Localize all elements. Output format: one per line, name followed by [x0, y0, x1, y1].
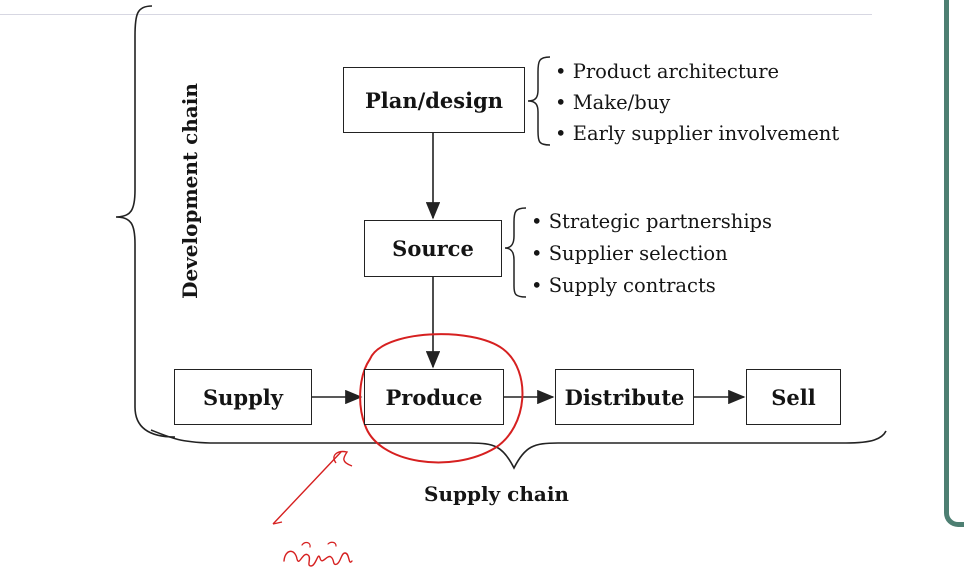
source-notes-list: Strategic partnerships Supplier selectio… [531, 206, 772, 302]
source-note-item: Strategic partnerships [531, 206, 772, 238]
distribute-label: Distribute [564, 384, 685, 410]
red-annotation-circle [359, 333, 524, 464]
source-note-item: Supply contracts [531, 270, 772, 302]
red-annotation-pointer [272, 451, 342, 525]
supply-box: Supply [174, 369, 312, 425]
top-rule [0, 0, 872, 15]
source-box: Source [364, 220, 502, 277]
plan-note-item: Early supplier involvement [555, 118, 839, 149]
supply-label: Supply [203, 384, 283, 410]
produce-label: Produce [385, 384, 483, 410]
sell-box: Sell [746, 369, 841, 425]
plan-notes-brace [527, 56, 551, 146]
plan-note-item: Product architecture [555, 56, 839, 87]
source-note-item: Supplier selection [531, 238, 772, 270]
development-chain-brace [115, 5, 176, 438]
plan-design-box: Plan/design [343, 67, 525, 133]
source-notes-brace [504, 207, 527, 298]
source-label: Source [392, 236, 474, 261]
supply-chain-label: Supply chain [424, 482, 569, 506]
slide-frame-border [944, 0, 964, 527]
plan-note-item: Make/buy [555, 87, 839, 118]
distribute-box: Distribute [555, 369, 694, 425]
supply-chain-brace [150, 429, 887, 470]
handwritten-annotation-mark [283, 541, 353, 567]
plan-design-label: Plan/design [364, 87, 504, 113]
development-chain-label: Development chain [178, 83, 202, 299]
plan-notes-list: Product architecture Make/buy Early supp… [555, 56, 839, 149]
produce-box: Produce [364, 369, 504, 425]
sell-label: Sell [771, 384, 816, 410]
red-annotation-tick [333, 450, 353, 467]
